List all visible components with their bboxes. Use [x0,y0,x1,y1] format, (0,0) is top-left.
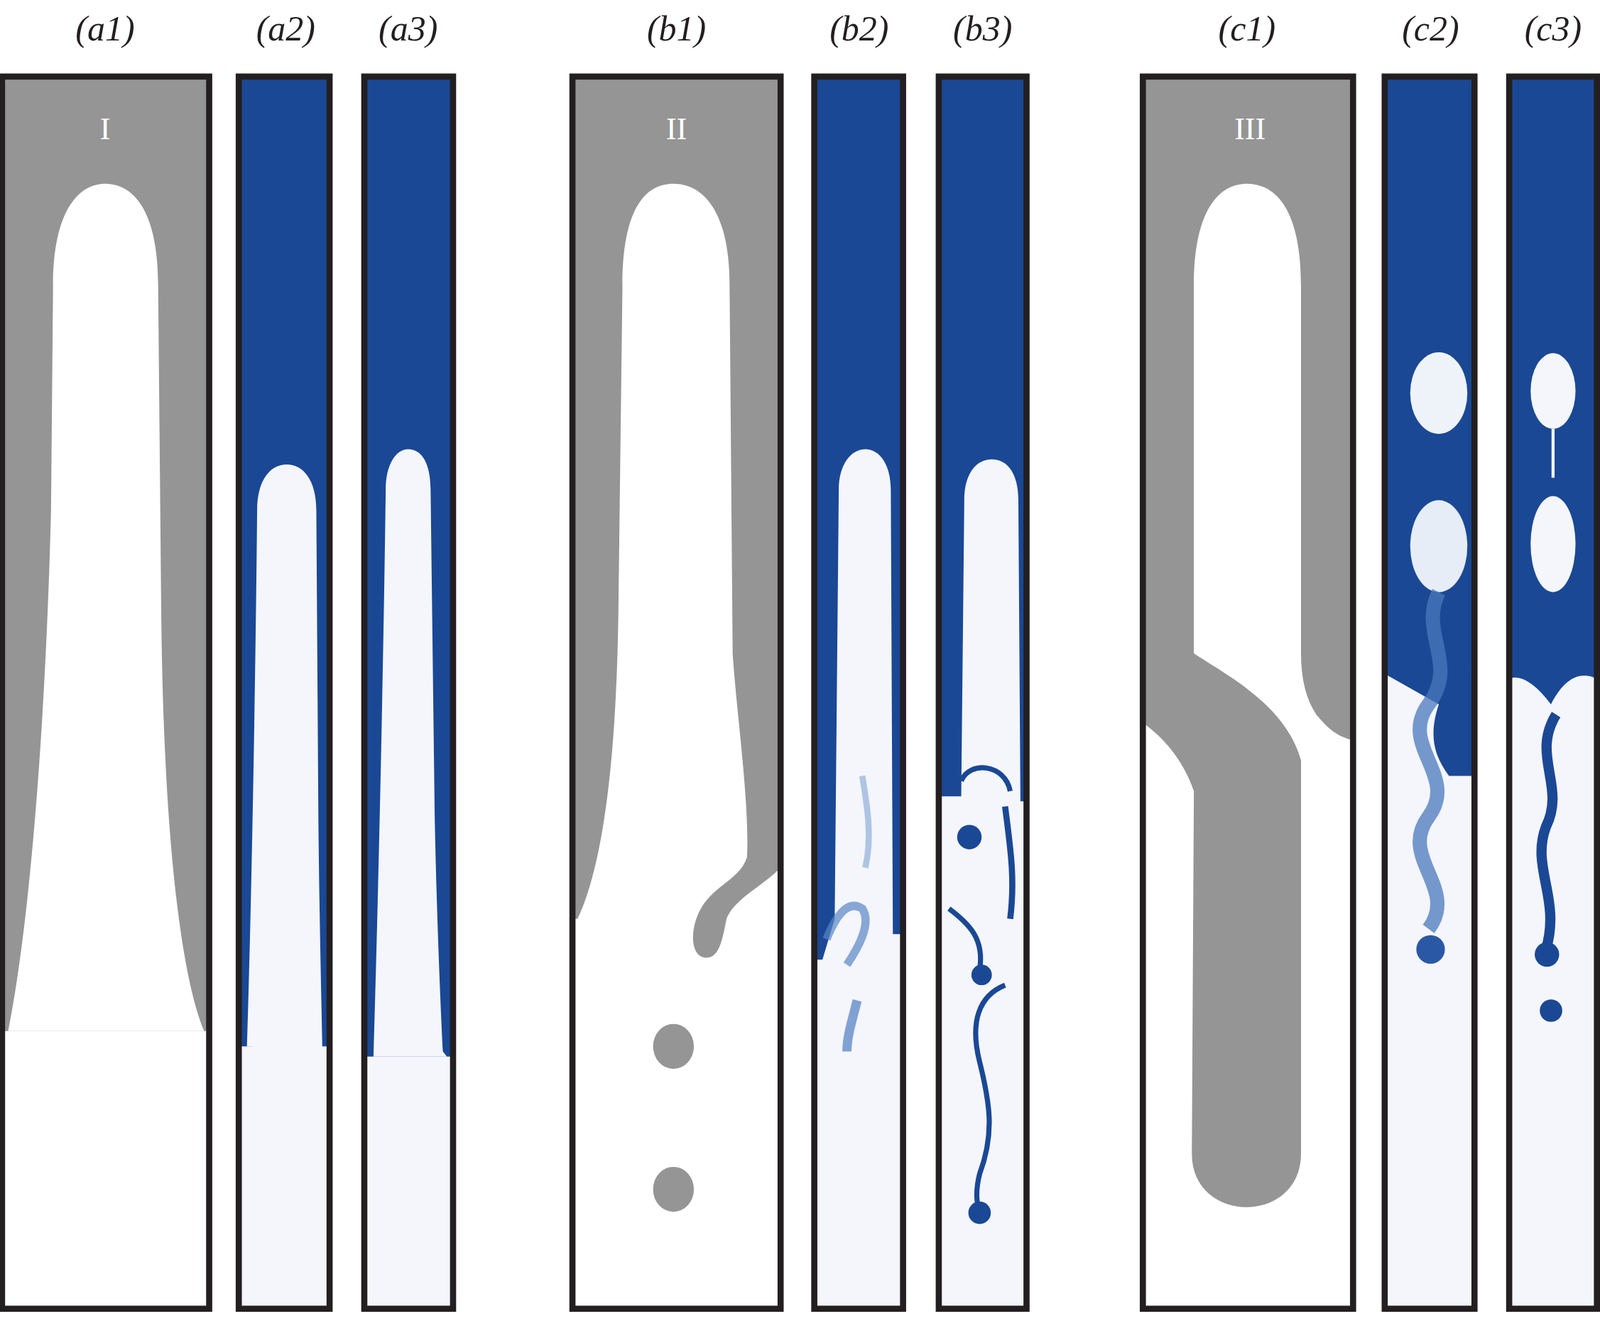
panel-c3 [1509,76,1598,1309]
panel-a2 [238,76,330,1309]
panel-b2 [814,76,904,1309]
panel-label: (c3) [1524,10,1583,47]
panel-label: (c1) [1218,10,1277,47]
panel-c1 [1142,76,1353,1309]
panel-label: (c2) [1401,10,1460,47]
regime-label: III [1234,113,1266,145]
panel-label: (b2) [829,10,889,47]
panel-a1 [2,76,210,1309]
panel-label: (a3) [378,10,438,47]
panel-b1 [572,76,781,1309]
panel-label: (a2) [256,10,316,47]
panel-label: (a1) [75,10,135,47]
panel-label: (b3) [953,10,1012,47]
regime-label: II [666,113,687,145]
panel-b3 [938,76,1027,1309]
panel-a3 [364,76,454,1309]
panel-c2 [1384,76,1475,1309]
panel-label: (b1) [646,10,706,47]
regime-label: I [100,113,111,145]
